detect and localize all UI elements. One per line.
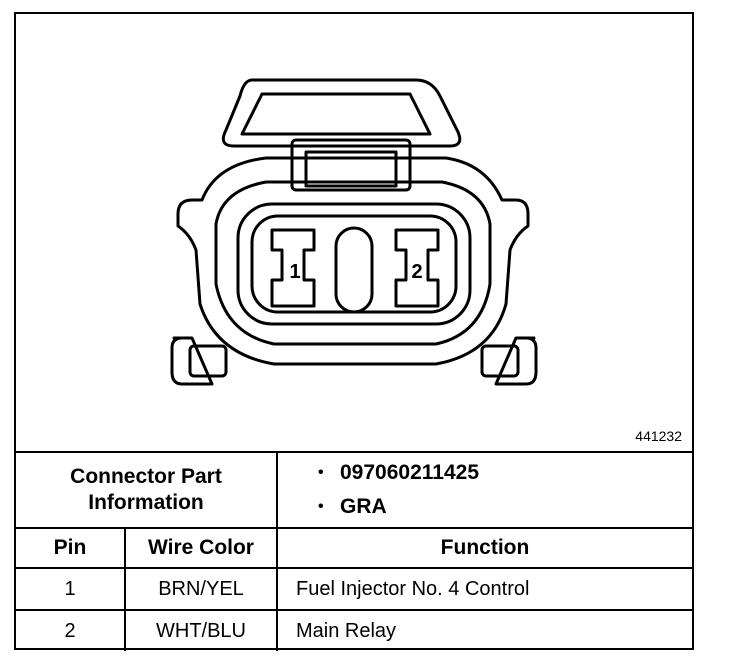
pin-2-terminal xyxy=(394,228,440,308)
connector-part-values: 097060211425 GRA xyxy=(276,451,692,529)
table-row: 1 BRN/YEL Fuel Injector No. 4 Control xyxy=(16,567,692,611)
connector-table: Connector Part Information 097060211425 … xyxy=(16,451,692,651)
connector-part-label-line1: Connector Part xyxy=(70,465,222,488)
connector-part-label-line2: Information xyxy=(88,491,204,514)
connector-center-key xyxy=(334,226,374,314)
function-cell: Main Relay xyxy=(276,609,692,651)
connector-latch-inner xyxy=(240,92,432,136)
connector-latch-tab-inner xyxy=(304,150,398,188)
connector-flange-left xyxy=(170,336,214,386)
part-number: 097060211425 xyxy=(318,456,692,490)
connector-part-row: Connector Part Information 097060211425 … xyxy=(16,451,692,529)
connector-flange-right-slot xyxy=(480,344,520,378)
connector-housing-rim xyxy=(214,180,492,346)
connector-sheet: 1 2 441232 Connector Part Information 09… xyxy=(14,12,694,651)
figure-id: 441232 xyxy=(635,428,682,444)
connector-latch xyxy=(221,78,462,148)
wire-color-cell: WHT/BLU xyxy=(124,609,278,651)
connector-flange-left-slot xyxy=(188,344,228,378)
connector-housing xyxy=(176,156,530,366)
table-row: 2 WHT/BLU Main Relay xyxy=(16,609,692,651)
pin-1-label: 1 xyxy=(289,261,300,283)
header-pin: Pin xyxy=(16,527,126,569)
connector-part-label: Connector Part Information xyxy=(16,451,278,529)
function-cell: Fuel Injector No. 4 Control xyxy=(276,567,692,611)
header-wire-color: Wire Color xyxy=(124,527,278,569)
part-color: GRA xyxy=(318,490,692,524)
pin-1-terminal xyxy=(270,228,316,308)
header-function: Function xyxy=(276,527,692,569)
connector-flange-right xyxy=(494,336,538,386)
pin-2-label: 2 xyxy=(411,261,422,283)
connector-latch-tab xyxy=(290,138,412,192)
connector-cavity-frame xyxy=(236,202,472,326)
pin-cell: 2 xyxy=(16,609,126,651)
connector-diagram: 1 2 xyxy=(170,78,538,386)
pin-cell: 1 xyxy=(16,567,126,611)
table-header-row: Pin Wire Color Function xyxy=(16,527,692,569)
wire-color-cell: BRN/YEL xyxy=(124,567,278,611)
